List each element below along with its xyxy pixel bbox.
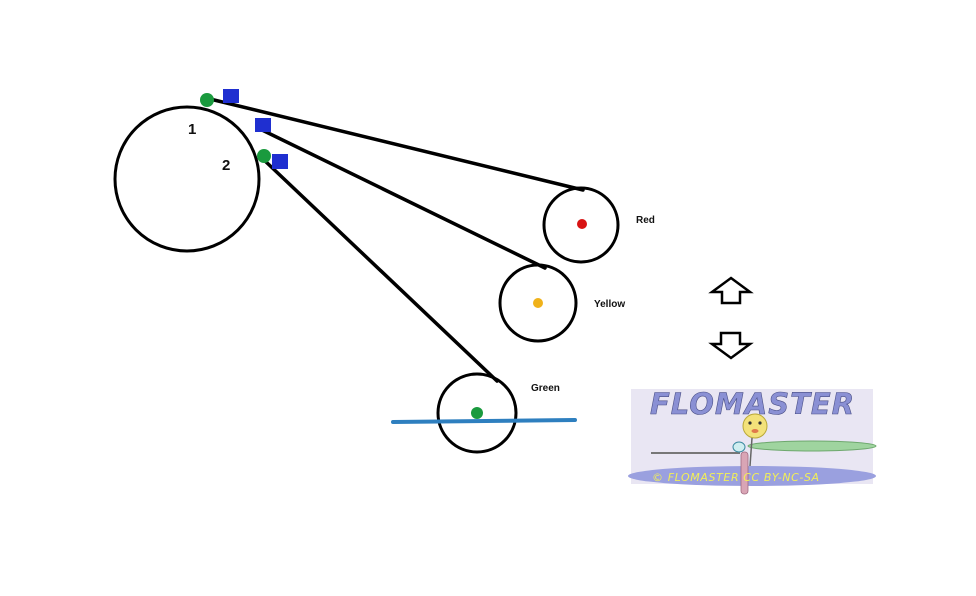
label-red: Red: [636, 215, 655, 226]
connector-lines: [208, 97, 585, 383]
logo-character-face: [742, 413, 768, 439]
logo-character-mouth: [751, 429, 759, 433]
logo-character-eye-left: [748, 421, 752, 425]
horizontal-bar: [391, 418, 577, 424]
line-to-yellow: [256, 126, 547, 270]
logo-footer-text: © FLOMASTER CC BY-NC-SA: [652, 471, 820, 484]
label-two: 2: [222, 157, 230, 174]
logo-footer-band: [628, 466, 876, 486]
up-arrow-icon[interactable]: [708, 276, 754, 305]
green-marker-top: [200, 93, 214, 107]
logo-character-eye-right: [758, 421, 762, 425]
green-marker-lower: [257, 149, 271, 163]
logo-pen: [747, 440, 877, 452]
down-arrow-icon[interactable]: [708, 331, 754, 360]
large-circle: [113, 105, 261, 253]
logo-character-leg: [740, 451, 749, 495]
green-circle: [436, 372, 518, 454]
blue-marker-lower: [272, 154, 288, 169]
label-green: Green: [531, 383, 560, 394]
logo-character-body: [749, 437, 753, 467]
label-one: 1: [188, 121, 196, 138]
red-dot: [577, 219, 587, 229]
blue-marker-top: [223, 89, 239, 103]
label-yellow: Yellow: [594, 299, 625, 310]
red-circle: [542, 186, 620, 264]
yellow-circle: [498, 263, 578, 343]
logo-character-hand: [732, 441, 746, 453]
yellow-dot: [533, 298, 543, 308]
line-to-red: [208, 97, 585, 192]
line-to-green: [262, 158, 499, 383]
flomaster-logo: FLOMASTER © FLOMASTER CC BY-NC-SA: [628, 387, 877, 495]
blue-marker-middle: [255, 118, 271, 132]
green-dot: [471, 407, 483, 419]
